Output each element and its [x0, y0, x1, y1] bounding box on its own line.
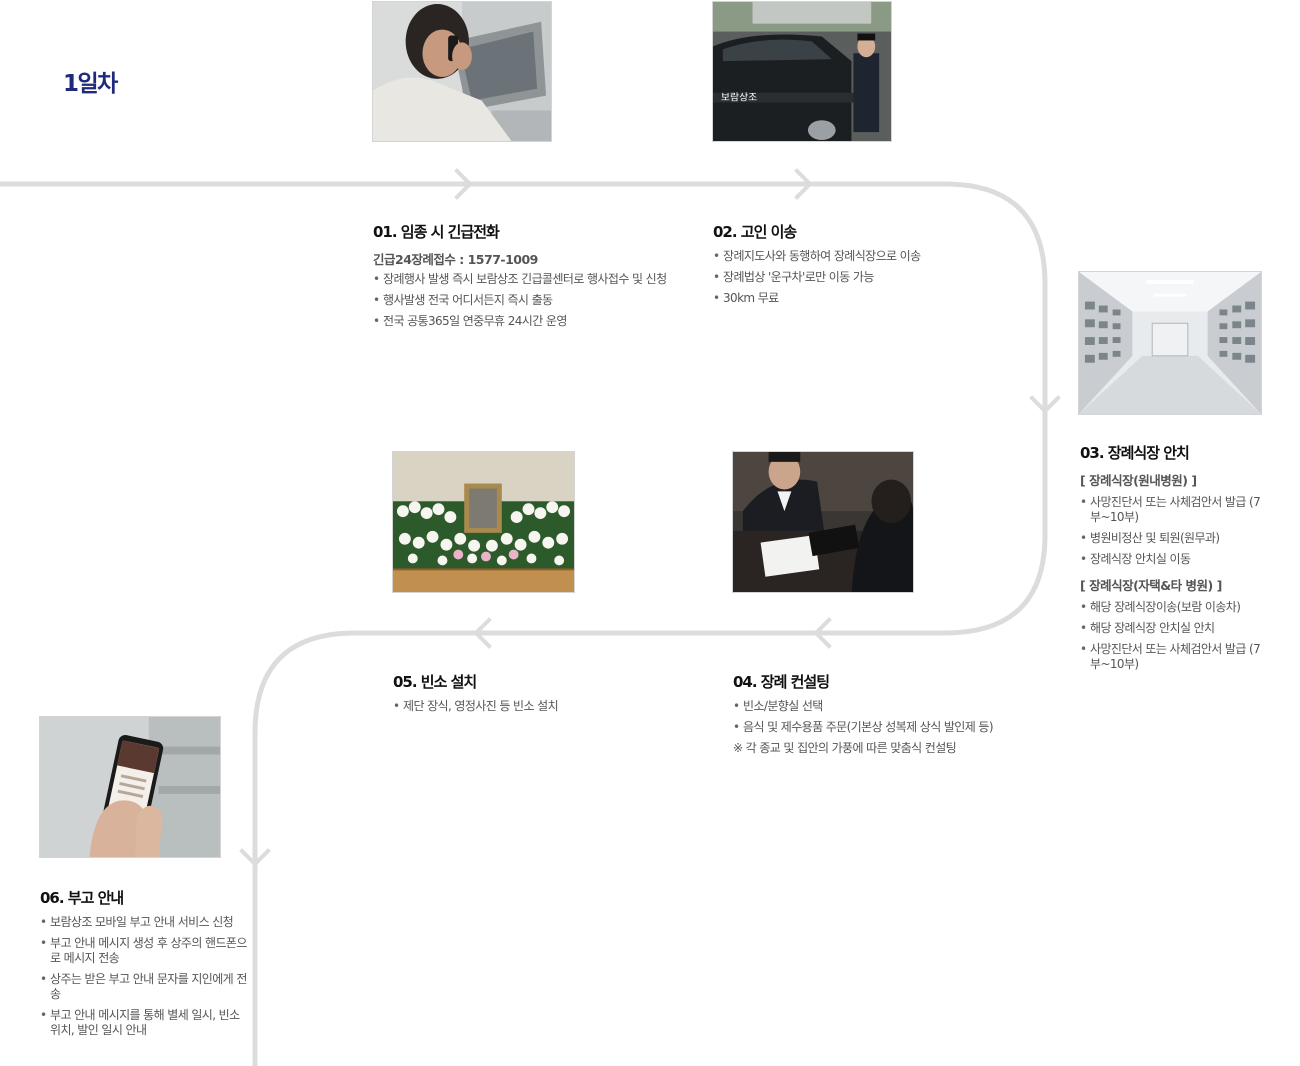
list-item: 해당 장례식장이송(보람 이송차) [1080, 600, 1270, 615]
list-item: 상주는 받은 부고 안내 문자를 지인에게 전송 [40, 972, 250, 1002]
list-item: 부고 안내 메시지를 통해 별세 일시, 빈소 위치, 발인 일시 안내 [40, 1008, 250, 1038]
chevron-down-icon [1029, 395, 1061, 414]
step-title: 05. 빈소 설치 [393, 673, 477, 691]
list-item: 전국 공통365일 연중무휴 24시간 운영 [373, 314, 703, 329]
chevron-right-icon [794, 168, 813, 200]
group-label-hospital: [ 장례식장(원내병원) ] [1080, 473, 1197, 488]
photo-hearse: 보람상조 [712, 1, 892, 142]
step-title: 06. 부고 안내 [40, 889, 124, 907]
emergency-number: 긴급24장례접수 : 1577-1009 [373, 252, 538, 267]
chevron-down-icon [239, 848, 271, 867]
photo-mobile-obituary [39, 716, 221, 858]
step-05: 05. 빈소 설치 제단 장식, 영정사진 등 빈소 설치 [393, 671, 693, 720]
day-label: 1일차 [63, 71, 118, 97]
step-03: 03. 장례식장 안치 [ 장례식장(원내병원) ] 사망진단서 또는 사체검안… [1080, 442, 1270, 678]
list-item: 30km 무료 [713, 291, 1013, 306]
photo-emergency-call [372, 1, 552, 142]
vehicle-text: 보람상조 [721, 91, 757, 104]
step-04: 04. 장례 컨설팅 빈소/분향실 선택 음식 및 제수용품 주문(기본상 성복… [733, 671, 1033, 756]
photo-mortuary [1078, 271, 1262, 415]
chevron-right-icon [454, 168, 473, 200]
photo-funeral-altar [392, 451, 575, 593]
step-02: 02. 고인 이송 장례지도사와 동행하여 장례식장으로 이송 장례법상 '운구… [713, 221, 1013, 312]
list-item: 빈소/분향실 선택 [733, 699, 1033, 714]
group-label-home: [ 장례식장(자택&타 병원) ] [1080, 578, 1222, 593]
list-item: 보람상조 모바일 부고 안내 서비스 신청 [40, 915, 250, 930]
step-title: 02. 고인 이송 [713, 223, 797, 241]
list-item: 음식 및 제수용품 주문(기본상 성복제 상식 발인제 등) [733, 720, 1033, 735]
list-item: 장례행사 발생 즉시 보람상조 긴급콜센터로 행사접수 및 신청 [373, 272, 703, 287]
chevron-left-icon [813, 617, 832, 649]
list-item: 장례지도사와 동행하여 장례식장으로 이송 [713, 249, 1013, 264]
step-title: 01. 임종 시 긴급전화 [373, 223, 500, 241]
list-item: 행사발생 전국 어디서든지 즉시 출동 [373, 293, 703, 308]
step-01: 01. 임종 시 긴급전화 긴급24장례접수 : 1577-1009 장례행사 … [373, 221, 703, 335]
step-06: 06. 부고 안내 보람상조 모바일 부고 안내 서비스 신청 부고 안내 메시… [40, 887, 250, 1044]
list-item: 부고 안내 메시지 생성 후 상주의 핸드폰으로 메시지 전송 [40, 936, 250, 966]
step-title: 03. 장례식장 안치 [1080, 444, 1190, 462]
list-item: 해당 장례식장 안치실 안치 [1080, 621, 1270, 636]
list-item: 사망진단서 또는 사체검안서 발급 (7부~10부) [1080, 642, 1270, 672]
chevron-left-icon [473, 617, 492, 649]
photo-consulting [732, 451, 914, 593]
step-title: 04. 장례 컨설팅 [733, 673, 830, 691]
list-item: 병원비정산 및 퇴원(원무과) [1080, 531, 1270, 546]
list-item: 장례법상 '운구차'로만 이동 가능 [713, 270, 1013, 285]
list-item: 장례식장 안치실 이동 [1080, 552, 1270, 567]
list-item: 사망진단서 또는 사체검안서 발급 (7부~10부) [1080, 495, 1270, 525]
list-item: 제단 장식, 영정사진 등 빈소 설치 [393, 699, 693, 714]
consulting-note: ※ 각 종교 및 집안의 가풍에 따른 맞춤식 컨설팅 [733, 741, 957, 755]
